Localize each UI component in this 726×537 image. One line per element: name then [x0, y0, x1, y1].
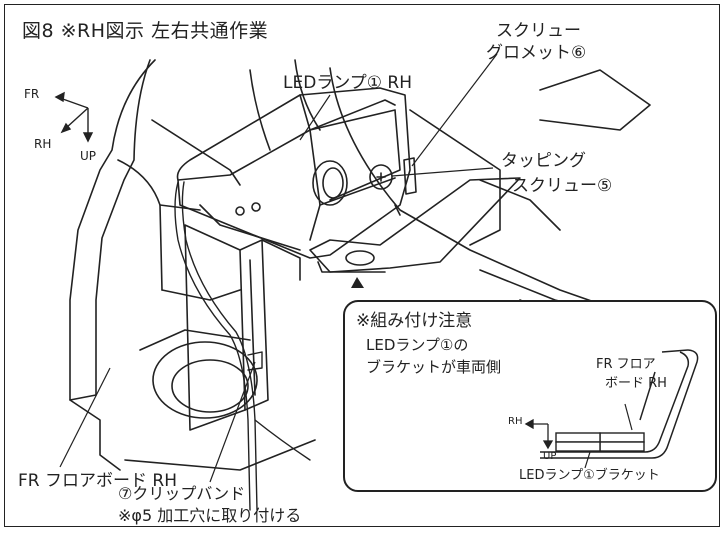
screw-grommet-label-line2: グロメット⑥ — [486, 43, 587, 63]
inset-line1: LEDランプ①の — [366, 336, 469, 354]
mounting-plate — [309, 177, 521, 273]
clip-band-label: ⑦クリップバンド — [118, 484, 246, 503]
tapping-screw-label-line1: タッピング — [501, 151, 586, 171]
floor-board-label: FR フロアボード RH — [18, 471, 177, 491]
leader-lines — [59, 53, 498, 483]
inset-bracket-label: LEDランプ①ブラケット — [519, 468, 660, 483]
figure-title: 図8 ※RH図示 左右共通作業 — [22, 20, 269, 42]
clip-band-note: ※φ5 加工穴に取り付ける — [118, 506, 302, 525]
floor-board-panel — [69, 59, 316, 471]
led-lamp-label: LEDランプ① RH — [283, 73, 413, 93]
inset-pointer — [351, 277, 364, 288]
inset-box — [343, 300, 717, 492]
tapping-screw-part — [369, 157, 417, 195]
inset-axis-up: UP — [543, 451, 557, 462]
axis-rh-label: RH — [34, 137, 52, 151]
screw-grommet-label-line1: スクリュー — [496, 21, 581, 41]
inset-axis-rh: RH — [508, 416, 523, 427]
led-lamp-housing — [176, 87, 411, 259]
support-bracket — [184, 224, 301, 431]
inset-heading: ※組み付け注意 — [356, 311, 473, 331]
axis-indicator — [54, 91, 94, 143]
axis-up-label: UP — [80, 149, 97, 163]
inset-board-label-line1: FR フロア — [596, 357, 656, 372]
inset-line2: ブラケットが車両側 — [366, 358, 502, 376]
axis-fr-label: FR — [24, 87, 40, 101]
harness-cable — [174, 181, 311, 511]
inset-board-label-line2: ボード RH — [605, 376, 667, 391]
tapping-screw-label-line2: スクリュー⑤ — [512, 176, 613, 196]
